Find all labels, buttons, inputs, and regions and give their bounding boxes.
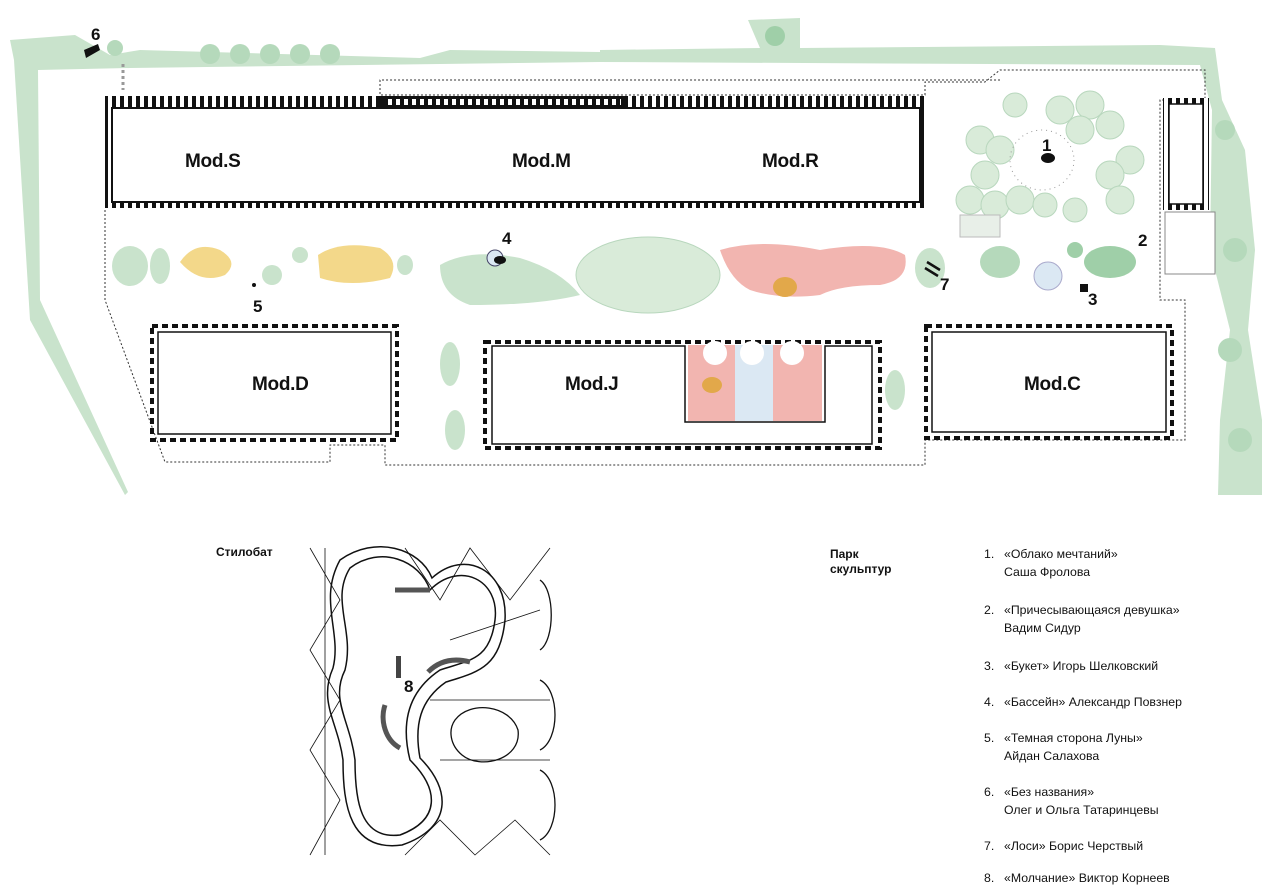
legend-title: «Темная сторона Луны» (1004, 731, 1143, 745)
block-label-mod-d: Mod.D (252, 374, 309, 395)
marker-2: 2 (1138, 231, 1147, 250)
building-annex (1163, 98, 1216, 275)
sculpture-garden-trees (955, 90, 1145, 238)
building-mod-smr (105, 96, 925, 208)
sculpture-legend: 1. «Облако мечтаний» Саша Фролова 2. «При… (984, 545, 1274, 889)
marker-7: 7 (940, 275, 949, 294)
legend-title: «Бассейн» Александр Повзнер (1004, 695, 1182, 709)
legend-title: «Причесывающаяся девушка» (1004, 603, 1180, 617)
legend-num: 1. (984, 547, 995, 561)
sculpture-6-mark (84, 44, 100, 58)
marker-3: 3 (1088, 290, 1097, 309)
marker-8: 8 (404, 677, 413, 696)
legend-title: «Букет» Игорь Шелковский (1004, 659, 1159, 673)
marker-1: 1 (1042, 136, 1051, 155)
legend-num: 2. (984, 603, 995, 617)
legend-author: Вадим Сидур (1004, 621, 1081, 635)
building-mod-d (150, 324, 399, 442)
legend-title: «Лоси» Борис Черствый (1004, 839, 1144, 853)
building-mod-c (924, 324, 1174, 440)
block-label-mod-s: Mod.S (185, 151, 241, 172)
site-boundary (104, 69, 1206, 466)
block-label-mod-c: Mod.C (1024, 374, 1081, 395)
stylobate-label: Стилобат (216, 545, 273, 559)
marker-4: 4 (502, 229, 512, 248)
block-label-mod-m: Mod.M (512, 151, 571, 172)
marker-6: 6 (91, 25, 100, 44)
legend-title: «Без названия» (1004, 785, 1095, 799)
legend-item: 4. «Бассейн» Александр Повзнер (984, 693, 1274, 729)
legend-title: «Облако мечтаний» (1004, 547, 1118, 561)
block-label-mod-j: Mod.J (565, 374, 618, 395)
legend-num: 8. (984, 871, 995, 885)
legend-author: Саша Фролова (1004, 565, 1091, 579)
legend-num: 3. (984, 659, 995, 673)
legend-num: 7. (984, 839, 995, 853)
legend-author: Олег и Ольга Татаринцевы (1004, 803, 1159, 817)
legend-title: «Молчание» Виктор Корнеев (1004, 871, 1170, 885)
legend-author: Айдан Салахова (1004, 749, 1100, 763)
legend-num: 6. (984, 785, 995, 799)
courtyard-greenery (112, 236, 945, 450)
legend-item: 5. «Темная сторона Луны» Айдан Салахова (984, 729, 1274, 783)
sculpture-park-label: Парк скульптур (830, 547, 892, 576)
legend-num: 5. (984, 731, 995, 745)
legend-item: 7. «Лоси» Борис Черствый (984, 837, 1274, 869)
legend-item: 1. «Облако мечтаний» Саша Фролова (984, 545, 1274, 601)
legend-item: 8. «Молчание» Виктор Корнеев (984, 869, 1274, 889)
legend-item: 3. «Букет» Игорь Шелковский (984, 657, 1274, 693)
marker-5: 5 (253, 297, 262, 316)
legend-item: 6. «Без названия» Олег и Ольга Татаринцев… (984, 783, 1274, 837)
stylobate-plan (309, 546, 556, 856)
legend-item: 2. «Причесывающаяся девушка» Вадим Сидур (984, 601, 1274, 657)
block-label-mod-r: Mod.R (762, 151, 819, 172)
legend-num: 4. (984, 695, 995, 709)
sculpture-garden-lawns (980, 242, 1136, 292)
greenery-border (10, 18, 1262, 495)
building-mod-j (483, 340, 882, 450)
